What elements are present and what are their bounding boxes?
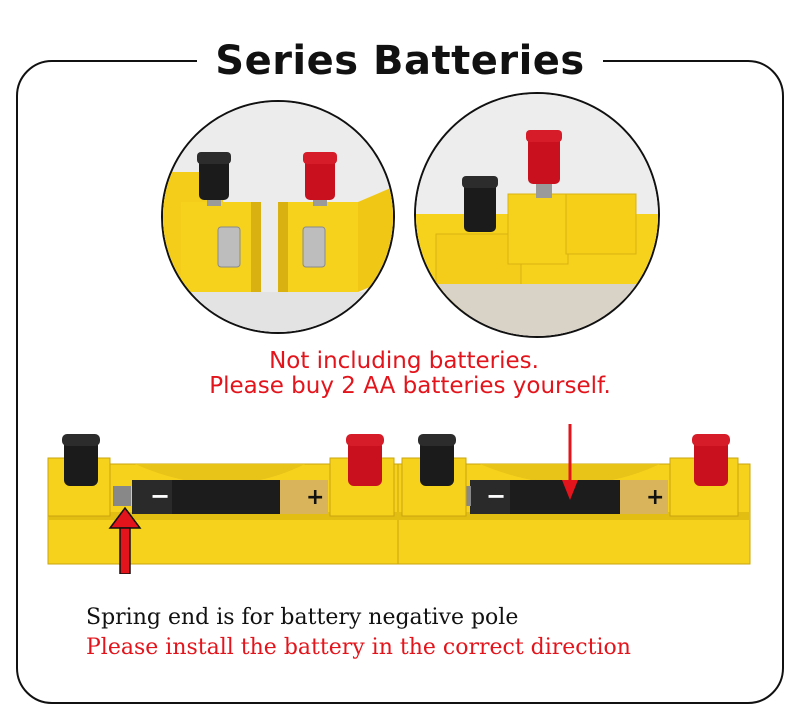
battery-holder-strip: − + − + [40,400,760,575]
detail-photo-assembled [414,92,660,338]
battery-2-plus-label: + [646,485,664,510]
notice-line-2: Please buy 2 AA batteries yourself. [209,373,611,399]
title-bar: Series Batteries [0,36,800,86]
page-title: Series Batteries [197,36,603,86]
terminal-red-1 [346,434,384,486]
detail-photo-terminals [161,100,395,334]
battery-1-plus-label: + [306,485,324,510]
caption-spring-note: Spring end is for battery negative pole [86,605,519,630]
battery-1 [113,480,328,514]
terminal-red-2 [692,434,730,486]
terminal-black-1 [62,434,100,486]
battery-2-minus-label: − [486,482,506,510]
battery-1-minus-label: − [150,482,170,510]
terminal-black-2 [418,434,456,486]
notice-line-1: Not including batteries. [269,348,539,374]
caption-install-note: Please install the battery in the correc… [86,635,631,660]
